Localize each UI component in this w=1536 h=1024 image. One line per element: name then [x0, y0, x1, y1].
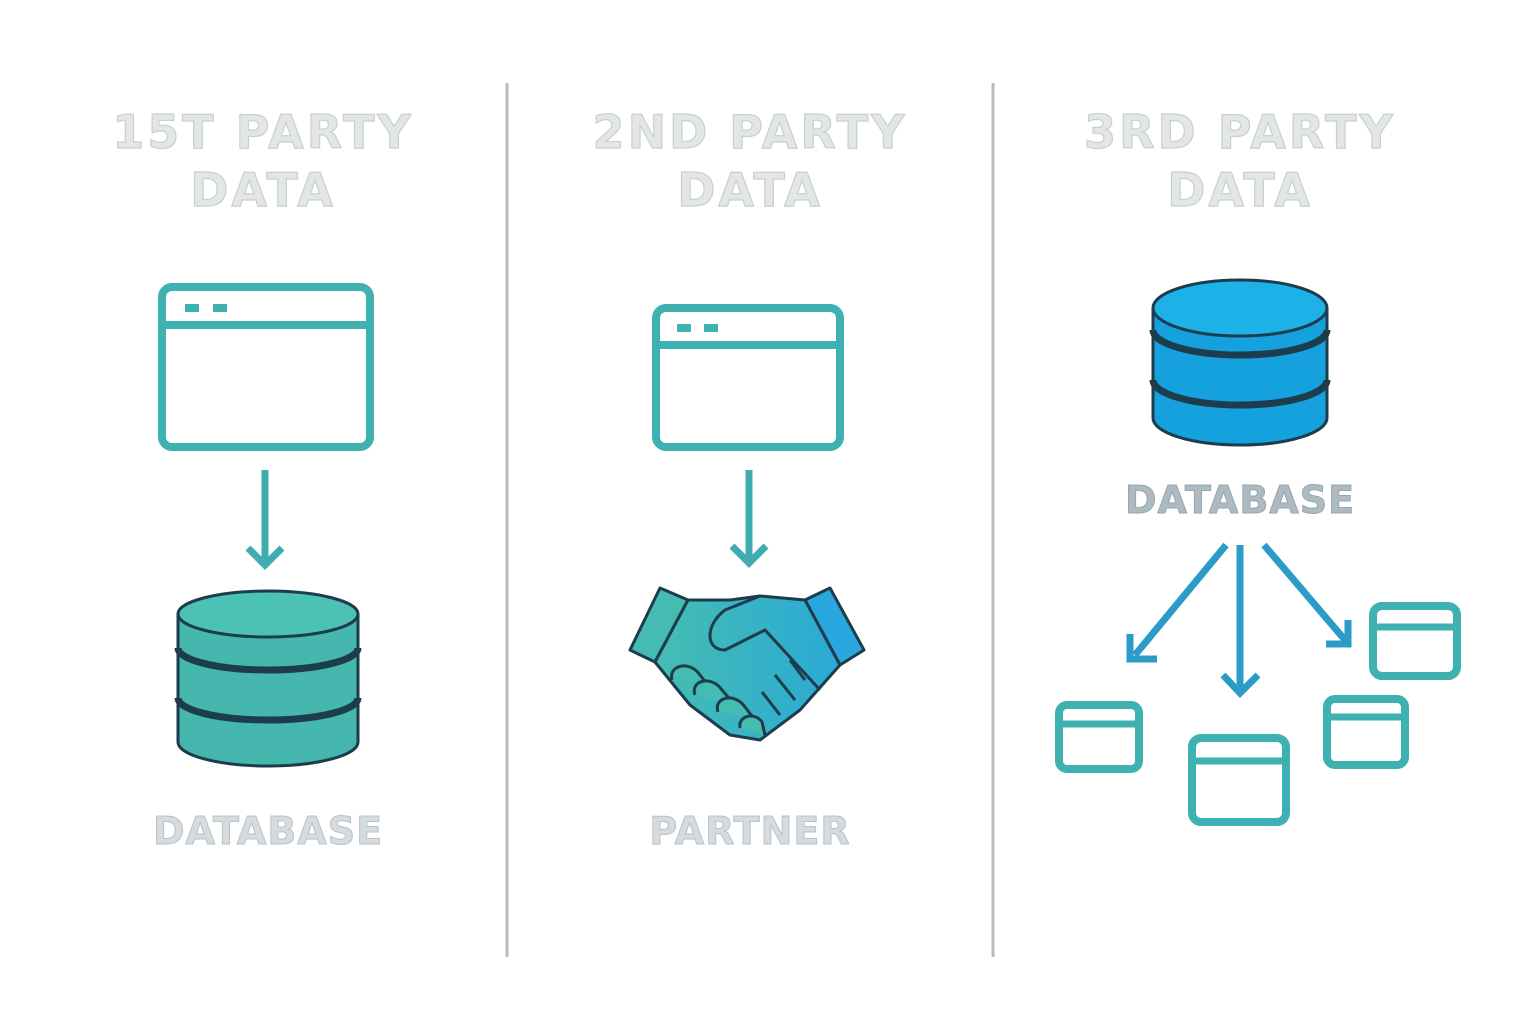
browser-window-icon: [158, 283, 374, 451]
column-third-party: 3RD PARTY DATA DATABASE: [1055, 104, 1461, 826]
arrow-down-right-icon: [1261, 542, 1352, 648]
arrow-down-left-icon: [1126, 542, 1229, 663]
column-title: DATA: [1167, 163, 1313, 217]
column-label: DATABASE: [153, 809, 383, 853]
column-title: 2ND PARTY: [593, 105, 908, 159]
column-title: DATA: [190, 163, 336, 217]
column-title: DATA: [677, 163, 823, 217]
column-title: 15T PARTY: [112, 105, 414, 159]
column-label: DATABASE: [1125, 478, 1355, 522]
arrow-down-icon: [729, 470, 769, 568]
browser-window-icon: [1188, 734, 1290, 826]
column-first-party: 15T PARTY DATA DATABASE: [112, 104, 414, 853]
browser-window-icon: [1369, 602, 1461, 680]
database-icon: [174, 589, 362, 768]
column-title: 3RD PARTY: [1084, 105, 1396, 159]
browser-window-icon: [1055, 701, 1143, 773]
column-label: PARTNER: [649, 809, 850, 853]
browser-window-icon: [1323, 695, 1409, 769]
arrow-down-icon: [1220, 545, 1261, 699]
column-second-party: 2ND PARTY DATA PARTNER: [592, 104, 908, 853]
database-icon: [1149, 278, 1331, 447]
arrow-down-icon: [245, 470, 285, 570]
handshake-icon: [628, 586, 866, 742]
browser-window-icon: [652, 304, 844, 451]
